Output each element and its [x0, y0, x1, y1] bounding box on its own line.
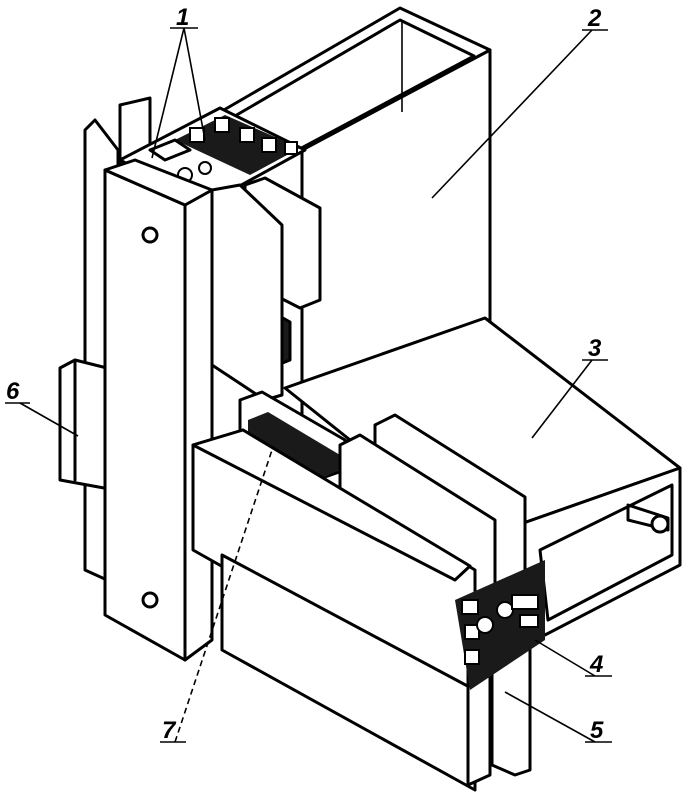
label-4: 4: [589, 651, 603, 678]
label-6: 6: [6, 378, 20, 405]
label-2: 2: [587, 5, 602, 32]
label-5: 5: [590, 717, 604, 744]
number-labels: 1 2 3 4 5 6 7: [6, 4, 604, 744]
label-3: 3: [588, 335, 602, 362]
lower-front-profile: [191, 428, 477, 792]
label-1: 1: [176, 4, 189, 31]
front-mullion: [103, 158, 214, 662]
lower-profile-section-4: [455, 560, 545, 690]
horizontal-tube-3: [283, 316, 682, 637]
leader-lines: [5, 27, 612, 743]
label-7: 7: [162, 717, 177, 744]
upper-glazing-panes: [210, 176, 322, 442]
